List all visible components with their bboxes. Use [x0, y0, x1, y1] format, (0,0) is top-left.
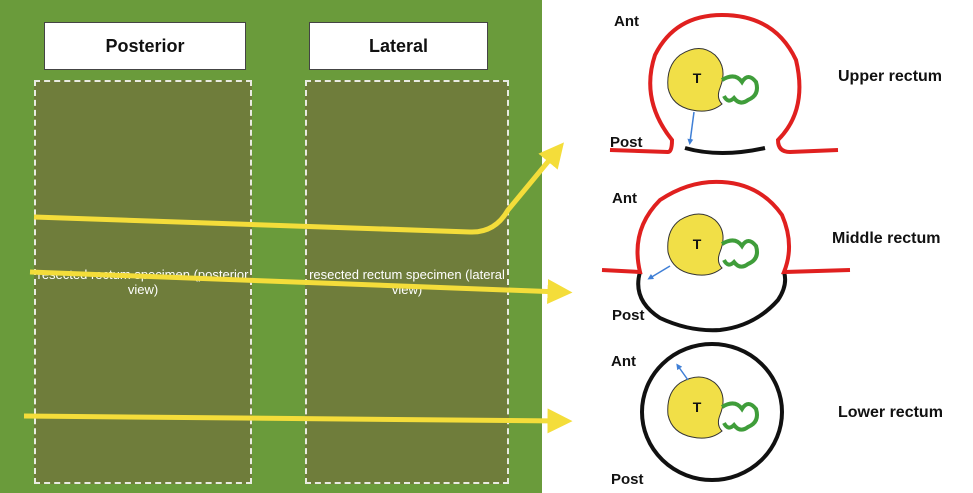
- middle-peritoneum-red: [602, 182, 850, 272]
- upper-level-arrow: [34, 152, 556, 232]
- middle-wall-black: [638, 272, 785, 330]
- middle-lymph-node: [722, 240, 757, 266]
- lower-lymph-node: [722, 403, 757, 429]
- upper-rectum-diagram: T Ant Post Upper rectum: [610, 13, 942, 153]
- lower-tumor-label: T: [693, 399, 702, 415]
- middle-ant-label: Ant: [612, 190, 637, 207]
- lower-level-arrow: [24, 416, 560, 421]
- lower-margin-arrow: [678, 366, 688, 380]
- lower-post-label: Post: [611, 471, 644, 488]
- middle-post-label: Post: [612, 307, 645, 324]
- middle-rectum-diagram: T Ant Post Middle rectum: [602, 182, 940, 330]
- upper-ant-label: Ant: [614, 13, 639, 30]
- upper-post-label: Post: [610, 134, 643, 151]
- lower-level-label: Lower rectum: [838, 404, 943, 421]
- upper-peritoneum-red: [610, 15, 838, 152]
- upper-wall-black: [685, 148, 765, 153]
- middle-margin-arrow: [650, 266, 670, 278]
- upper-tumor-label: T: [693, 70, 702, 86]
- lower-rectum-diagram: T Ant Post Lower rectum: [611, 344, 943, 488]
- lower-ant-label: Ant: [611, 353, 636, 370]
- middle-level-arrow: [30, 272, 560, 292]
- upper-level-label: Upper rectum: [838, 68, 942, 85]
- middle-tumor-label: T: [693, 236, 702, 252]
- upper-margin-arrow: [690, 112, 694, 142]
- middle-level-label: Middle rectum: [832, 230, 940, 247]
- upper-lymph-node: [722, 76, 757, 102]
